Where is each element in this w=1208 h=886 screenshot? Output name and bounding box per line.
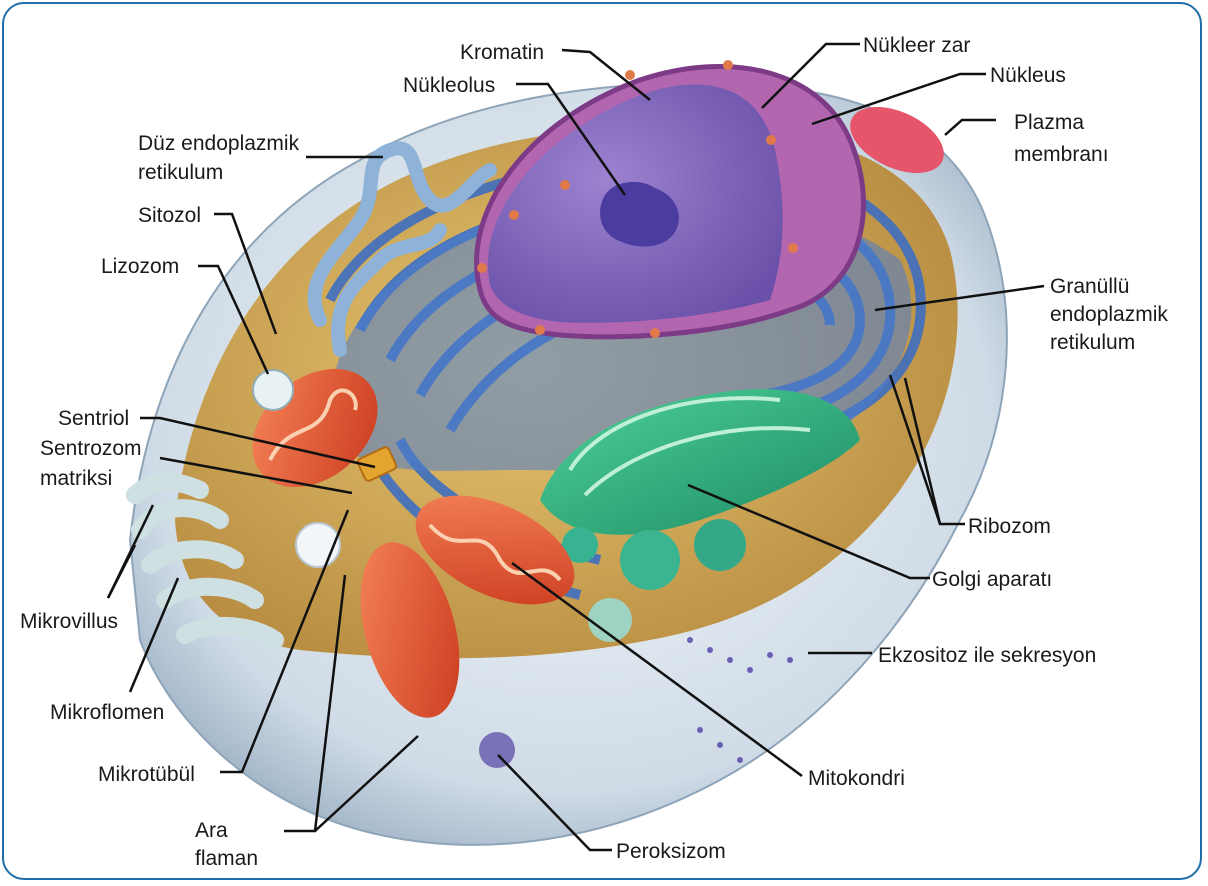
label-nukleer-zar: Nükleer zar — [863, 33, 970, 58]
label-ribozom: Ribozom — [968, 514, 1051, 539]
label-mitokondri: Mitokondri — [808, 766, 905, 791]
label-ara-flaman-2: flaman — [195, 846, 258, 871]
label-granullu-er-3: retikulum — [1050, 330, 1135, 355]
label-lizozom: Lizozom — [101, 254, 179, 279]
label-duz-er-1: Düz endoplazmik — [138, 131, 299, 156]
label-sentrozom-2: matriksi — [40, 466, 112, 491]
label-granullu-er-1: Granüllü — [1050, 274, 1129, 299]
label-sentrozom-1: Sentrozom — [40, 436, 142, 461]
label-nukleolus: Nükleolus — [403, 73, 495, 98]
leader-plazma-membrani — [945, 120, 996, 135]
label-ara-flaman-1: Ara — [195, 818, 228, 843]
label-sentriol: Sentriol — [58, 406, 129, 431]
label-kromatin: Kromatin — [460, 40, 544, 65]
label-plazma-membrani-2: membranı — [1014, 142, 1109, 167]
label-ekzositoz: Ekzositoz ile sekresyon — [878, 643, 1096, 668]
label-granullu-er-2: endoplazmik — [1050, 302, 1168, 327]
label-plazma-membrani-1: Plazma — [1014, 110, 1084, 135]
label-mikroflomen: Mikroflomen — [50, 700, 164, 725]
label-mikrovillus: Mikrovillus — [20, 609, 118, 634]
lysosome-shape — [253, 370, 293, 410]
label-golgi: Golgi aparatı — [932, 567, 1052, 592]
label-duz-er-2: retikulum — [138, 160, 223, 185]
label-nukleus: Nükleus — [990, 63, 1066, 88]
label-peroksizom: Peroksizom — [616, 839, 726, 864]
label-mikrotubul: Mikrotübül — [98, 762, 195, 787]
label-sitozol: Sitozol — [138, 203, 201, 228]
peroxisome-shape — [479, 732, 515, 768]
